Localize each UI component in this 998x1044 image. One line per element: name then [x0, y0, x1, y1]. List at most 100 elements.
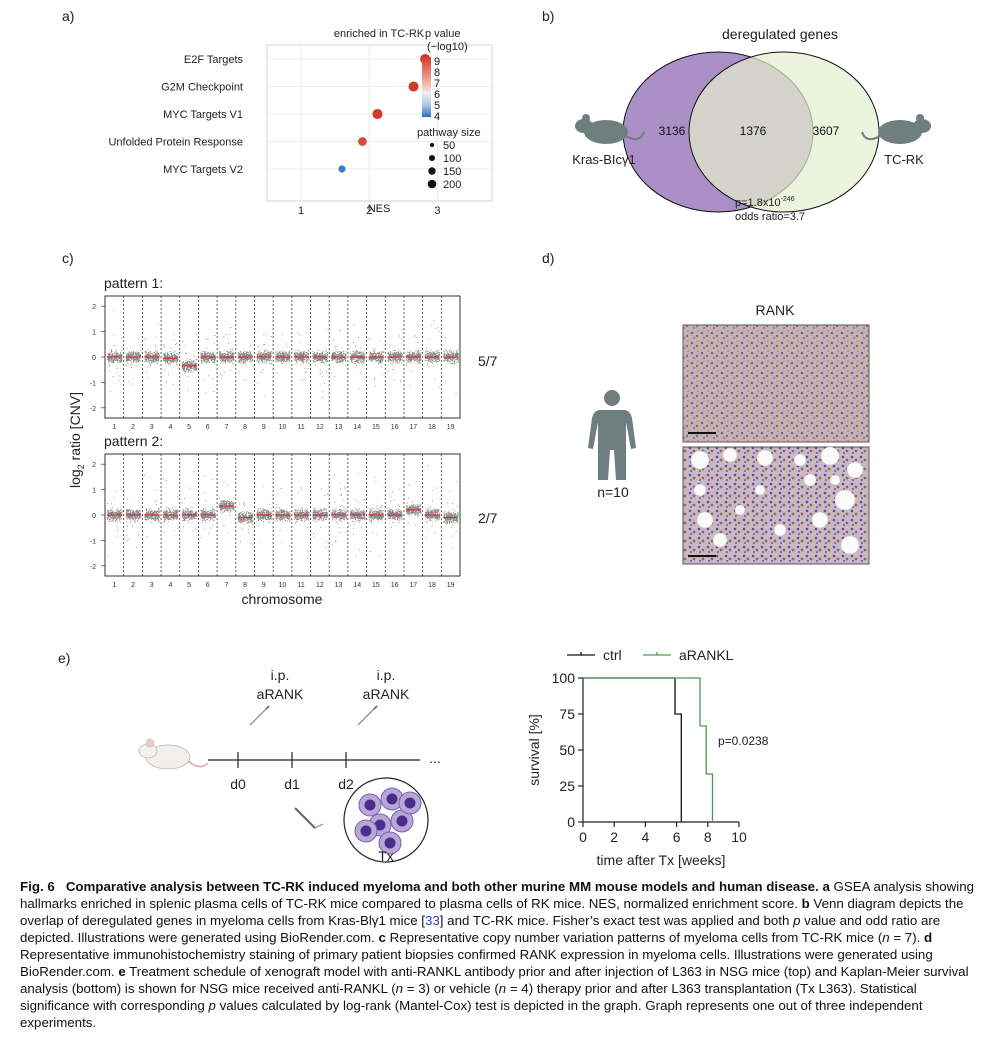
chromosome-tick: 12 [316, 582, 324, 589]
venn-left-count: 3136 [659, 124, 686, 138]
km-pvalue: p=0.0238 [718, 734, 769, 748]
chromosome-tick: 17 [409, 582, 417, 589]
gsea-pathway-label: G2M Checkpoint [161, 82, 243, 94]
pattern1-title: pattern 1: [104, 275, 163, 291]
km-series-ctrl [583, 677, 682, 822]
size-legend-dot [428, 154, 436, 162]
km-series-aRANKL [583, 677, 714, 822]
chromosome-tick: 2 [131, 424, 135, 431]
syringe-icon-1 [249, 705, 270, 726]
adipocyte [773, 523, 787, 537]
ihc-image-top [682, 324, 870, 443]
chromosome-tick: 6 [206, 424, 210, 431]
syringe-icon-2 [357, 705, 378, 726]
pattern1-ratio: 5/7 [478, 353, 498, 369]
gsea-x-tick: 3 [434, 205, 440, 217]
caption-title: Comparative analysis between TC-RK induc… [65, 879, 819, 894]
chromosome-tick: 1 [112, 582, 116, 589]
adipocyte [734, 504, 746, 516]
day-0-label: d0 [230, 776, 246, 792]
chromosome-tick: 13 [335, 424, 343, 431]
chromosome-tick: 3 [150, 424, 154, 431]
size-legend-tick: 100 [443, 153, 461, 165]
gsea-pathway-label: E2F Targets [184, 54, 244, 66]
adipocyte [696, 511, 714, 529]
adipocyte [690, 450, 710, 470]
size-legend-title: pathway size [417, 127, 481, 139]
pvalue-legend-tick: 4 [434, 111, 440, 123]
mouse-right-icon [861, 114, 931, 144]
venn-right-circle [688, 51, 880, 213]
cell-nucleus [364, 799, 376, 811]
pvalue-colorbar [422, 57, 431, 117]
adipocyte [793, 453, 807, 467]
cnv-y-tick: 1 [92, 330, 96, 337]
pattern2-title: pattern 2: [104, 433, 163, 449]
caption-a-text: GSEA analysis showing hallmarks enriched… [20, 879, 974, 911]
cnv-y-tick: -1 [90, 538, 96, 545]
caption-b-text2: ] and TC-RK mice. Fisher’s exact test wa… [439, 913, 794, 928]
cnv-y-tick: 2 [92, 304, 96, 311]
chromosome-tick: 1 [112, 424, 116, 431]
venn-overlap-count: 1376 [740, 124, 767, 138]
gsea-x-tick: 2 [366, 205, 372, 217]
adipocyte [693, 483, 707, 497]
day-1-label: d1 [284, 776, 300, 792]
caption-e-n1: n [395, 981, 404, 996]
chromosome-tick: 15 [372, 424, 380, 431]
chromosome-tick: 14 [353, 424, 361, 431]
size-legend-dot [428, 167, 436, 175]
chromosome-tick: 19 [447, 582, 455, 589]
cnv-y-tick: -2 [90, 406, 96, 413]
size-legend-tick: 50 [443, 140, 455, 152]
km-y-tick: 100 [552, 670, 576, 686]
gsea-x-label: NES [368, 203, 391, 215]
size-legend-dot [429, 142, 435, 148]
venn-diagram: deregulated genes 3136 1376 3607 Kras-BI… [572, 26, 931, 223]
gsea-pathway-label: MYC Targets V1 [163, 109, 243, 121]
caption-e-text2: = 3) or vehicle ( [403, 981, 499, 996]
day-2-label: d2 [338, 776, 354, 792]
caption-b-text1: Venn diagram depicts the overlap of dere… [20, 896, 964, 928]
gsea-x-tick: 1 [298, 205, 304, 217]
mouse-white-icon [138, 738, 209, 770]
adipocyte [820, 446, 840, 466]
gsea-pathway-label: Unfolded Protein Response [108, 137, 243, 149]
venn-odds-ratio: odds ratio=3.7 [735, 211, 805, 223]
adipocyte [840, 535, 860, 555]
chromosome-tick: 11 [298, 424, 305, 431]
km-x-tick: 0 [579, 829, 587, 845]
figure-caption: Fig. 6 Comparative analysis between TC-R… [20, 878, 980, 1031]
adipocyte [722, 447, 738, 463]
mouse-left-icon [575, 114, 645, 144]
adipocyte [712, 532, 728, 548]
chromosome-tick: 19 [447, 424, 455, 431]
cnv-y-tick: 0 [92, 513, 96, 520]
rank-title: RANK [755, 302, 795, 318]
km-x-tick: 8 [704, 829, 712, 845]
cell-nucleus [404, 797, 416, 809]
km-y-tick: 75 [559, 706, 575, 722]
chromosome-tick: 18 [428, 582, 436, 589]
chromosome-tick: 6 [206, 582, 210, 589]
caption-ref-link[interactable]: 33 [425, 913, 440, 928]
km-legend-label: aRANKL [679, 647, 734, 663]
venn-left-label: Kras-BIcγ1 [572, 152, 636, 167]
chromosome-tick: 13 [335, 582, 343, 589]
cell-nucleus [384, 837, 396, 849]
chromosome-tick: 7 [224, 424, 228, 431]
gsea-point [372, 108, 383, 120]
adipocyte [811, 511, 829, 529]
km-y-tick: 0 [567, 814, 575, 830]
caption-fig-number: Fig. 6 [20, 879, 55, 894]
pvalue-legend-tick: 8 [434, 67, 440, 79]
adipocyte [829, 474, 841, 486]
chromosome-tick: 5 [187, 582, 191, 589]
caption-e-p: p [208, 998, 216, 1013]
venn-right-label: TC-RK [884, 152, 924, 167]
chromosome-tick: 16 [391, 424, 399, 431]
chromosome-tick: 5 [187, 424, 191, 431]
venn-pvalue: p=1.8x10-246 [735, 196, 795, 209]
